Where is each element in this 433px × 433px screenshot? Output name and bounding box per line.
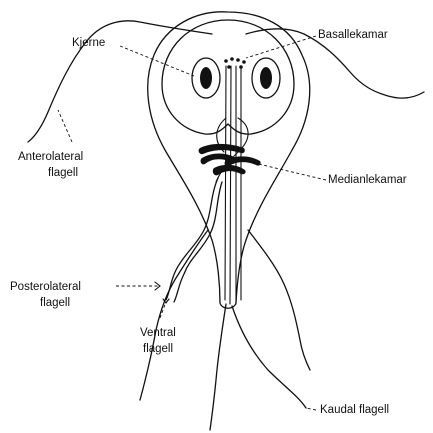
anterolateral-flagellum-left bbox=[28, 21, 212, 142]
label-posterolateral-line2: flagell bbox=[40, 297, 70, 309]
leader-anterolateral bbox=[58, 110, 72, 142]
nucleus-left bbox=[192, 58, 220, 98]
label-kaudal: Kaudal flagell bbox=[320, 404, 389, 416]
leader-basallekamar bbox=[246, 36, 316, 58]
label-kjerne: Kjerne bbox=[72, 37, 105, 49]
leader-medianlekamar bbox=[250, 162, 326, 180]
basal-bodies bbox=[224, 57, 246, 69]
nucleus-right bbox=[252, 58, 280, 98]
posterolateral-flagellum-right bbox=[248, 230, 310, 370]
label-anterolateral-line1: Anterolateral bbox=[18, 151, 83, 163]
label-ventral-line1: Ventral bbox=[140, 327, 176, 339]
label-anterolateral-line2: flagell bbox=[48, 167, 78, 179]
ventral-disc bbox=[162, 20, 294, 134]
posterolateral-flagellum-left bbox=[140, 230, 208, 400]
label-ventral-line2: flagell bbox=[143, 343, 173, 355]
leader-kaudal bbox=[306, 408, 316, 410]
axonemes bbox=[225, 66, 241, 304]
label-posterolateral-line1: Posterolateral bbox=[10, 281, 81, 293]
leader-kjerne bbox=[120, 46, 194, 76]
label-basallekamar: Basallekamar bbox=[318, 29, 388, 41]
caudal-flagellum-right bbox=[232, 306, 306, 408]
ventral-flagellum-2 bbox=[174, 182, 222, 302]
median-bodies bbox=[199, 144, 261, 176]
caudal-flagellum-left bbox=[210, 304, 226, 430]
label-medianlekamar: Medianlekamar bbox=[328, 174, 407, 186]
